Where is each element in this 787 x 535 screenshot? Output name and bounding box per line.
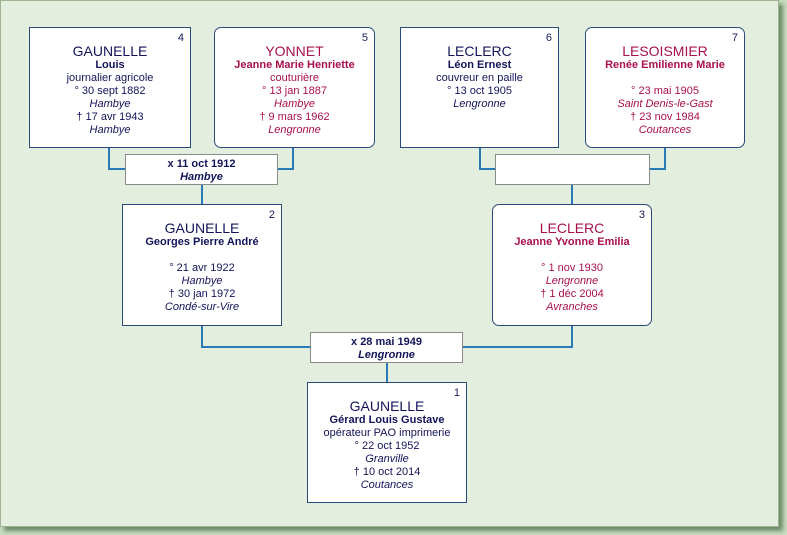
- person-given-names: Louis: [95, 59, 125, 71]
- person-number: 2: [268, 209, 275, 221]
- person-death-place: Condé-sur-Vire: [164, 301, 240, 313]
- person-birth-place: Hambye: [274, 98, 315, 110]
- person-birth-place: Lengronne: [453, 98, 506, 110]
- person-surname: YONNET: [265, 43, 324, 59]
- person-number: 6: [545, 32, 552, 44]
- person-death-place: Coutances: [638, 124, 692, 136]
- marriage-date: x 11 oct 1912: [167, 158, 236, 170]
- connector-line: [108, 148, 126, 170]
- person-death-place: Avranches: [546, 301, 598, 313]
- person-birth-place: Saint Denis-le-Gast: [617, 98, 713, 110]
- person-given-names: Jeanne Marie Henriette: [234, 59, 355, 71]
- person-birth: ° 13 jan 1887: [262, 85, 327, 97]
- person-birth-place: Granville: [365, 453, 409, 465]
- marriage-place: Lengronne: [358, 349, 415, 361]
- person-birth-place: Hambye: [89, 98, 131, 110]
- person-death: † 1 déc 2004: [540, 288, 604, 300]
- person-box-6[interactable]: 6 LECLERC Léon Ernest couvreur en paille…: [400, 27, 559, 148]
- person-given-names: Renée Emilienne Marie: [605, 59, 725, 71]
- marriage-box-2-3[interactable]: x 28 mai 1949 Lengronne: [310, 332, 463, 363]
- person-occupation: journalier agricole: [66, 72, 154, 84]
- person-given-names: Léon Ernest: [447, 59, 512, 71]
- connector-line: [479, 148, 496, 170]
- person-given-names: Georges Pierre André: [145, 236, 259, 248]
- person-box-3[interactable]: 3 LECLERC Jeanne Yvonne Emilia ° 1 nov 1…: [492, 204, 652, 326]
- person-given-names: Gérard Louis Gustave: [329, 414, 445, 426]
- person-box-2[interactable]: 2 GAUNELLE Georges Pierre André ° 21 avr…: [122, 204, 282, 326]
- person-surname: LESOISMIER: [622, 43, 708, 59]
- person-birth: ° 23 mai 1905: [631, 85, 699, 97]
- person-death-place: Coutances: [360, 479, 414, 491]
- connector-line: [277, 148, 294, 170]
- person-box-4[interactable]: 4 GAUNELLE Louis journalier agricole ° 3…: [29, 27, 191, 148]
- marriage-date: x 28 mai 1949: [351, 336, 422, 348]
- person-box-1[interactable]: 1 GAUNELLE Gérard Louis Gustave opérateu…: [307, 382, 467, 503]
- person-death-place: Lengronne: [268, 124, 321, 136]
- person-surname: LECLERC: [539, 220, 605, 236]
- person-death: † 23 nov 1984: [630, 111, 700, 123]
- person-occupation: opérateur PAO imprimerie: [323, 427, 451, 439]
- person-birth: ° 13 oct 1905: [447, 85, 512, 97]
- person-given-names: Jeanne Yvonne Emilia: [514, 236, 630, 248]
- person-surname: LECLERC: [447, 43, 512, 59]
- marriage-box-6-7[interactable]: [495, 154, 650, 185]
- person-box-5[interactable]: 5 YONNET Jeanne Marie Henriette couturiè…: [214, 27, 375, 148]
- person-occupation: couvreur en paille: [436, 72, 523, 84]
- person-death-place: Hambye: [89, 124, 131, 136]
- person-birth: ° 22 oct 1952: [354, 440, 420, 452]
- connector-line: [201, 326, 310, 348]
- connector-line: [649, 148, 666, 170]
- connector-line: [463, 326, 573, 348]
- person-birth: ° 21 avr 1922: [169, 262, 235, 274]
- marriage-box-4-5[interactable]: x 11 oct 1912 Hambye: [125, 154, 278, 185]
- person-occupation: couturière: [270, 72, 319, 84]
- person-surname: GAUNELLE: [349, 398, 425, 414]
- person-surname: GAUNELLE: [164, 220, 240, 236]
- person-number: 5: [361, 32, 368, 44]
- person-death: † 10 oct 2014: [353, 466, 421, 478]
- person-death: † 17 avr 1943: [76, 111, 144, 123]
- person-birth: ° 1 nov 1930: [541, 262, 603, 274]
- person-number: 3: [638, 209, 645, 221]
- person-box-7[interactable]: 7 LESOISMIER Renée Emilienne Marie ° 23 …: [585, 27, 745, 148]
- person-death: † 9 mars 1962: [259, 111, 330, 123]
- person-death: † 30 jan 1972: [168, 288, 236, 300]
- person-birth-place: Hambye: [181, 275, 223, 287]
- person-number: 1: [453, 387, 460, 399]
- person-surname: GAUNELLE: [72, 43, 148, 59]
- person-birth-place: Lengronne: [545, 275, 599, 287]
- marriage-place: Hambye: [180, 171, 223, 183]
- person-number: 4: [177, 32, 184, 44]
- person-number: 7: [731, 32, 738, 44]
- person-birth: ° 30 sept 1882: [74, 85, 146, 97]
